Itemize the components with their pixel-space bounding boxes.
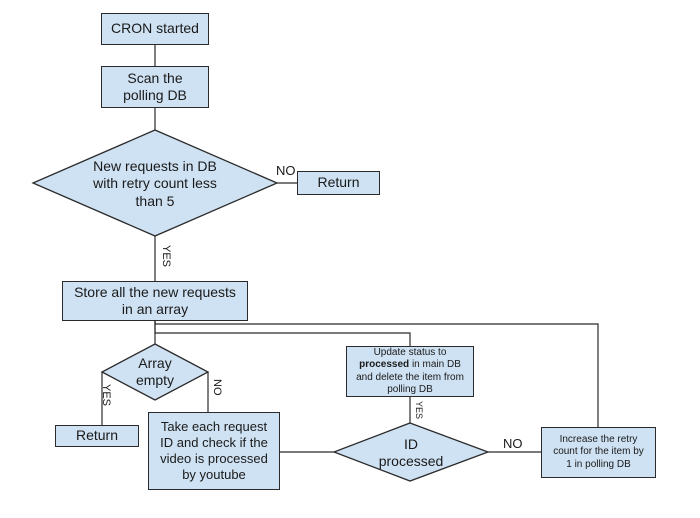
yes-label-id-processed: YES — [414, 401, 424, 420]
increase-retry-node: Increase the retry count for the item by… — [541, 427, 656, 478]
cron-started-node: CRON started — [101, 13, 209, 45]
no-label-new-requests: NO — [276, 163, 296, 178]
update-status-suffix: in main DB and delete the item from poll… — [356, 359, 464, 395]
decision-id-processed-shape — [332, 422, 490, 482]
cron-started-label: CRON started — [111, 20, 199, 37]
return-top-node: Return — [297, 171, 380, 195]
update-status-label: Update status to processed in main DB an… — [353, 347, 467, 397]
id-processed-decision-label: ID processed — [378, 435, 444, 470]
no-label-id-processed: NO — [503, 436, 523, 451]
take-each-request-node: Take each request ID and check if the vi… — [148, 412, 280, 490]
yes-label-array-empty: YES — [100, 384, 112, 407]
array-empty-decision-node: Array empty — [118, 353, 192, 391]
store-requests-node: Store all the new requests in an array — [62, 281, 248, 321]
scan-polling-db-node: Scan the polling DB — [101, 66, 209, 108]
increase-retry-label: Increase the retry count for the item by… — [553, 433, 644, 470]
store-requests-label: Store all the new requests in an array — [74, 283, 236, 318]
new-requests-decision-label: New requests in DB with retry count less… — [93, 157, 217, 209]
update-status-node: Update status to processed in main DB an… — [346, 346, 474, 397]
scan-polling-db-label: Scan the polling DB — [123, 69, 187, 104]
decision-array-empty-shape — [100, 343, 210, 401]
take-each-request-label: Take each request ID and check if the vi… — [160, 418, 268, 483]
return-top-label: Return — [317, 174, 360, 191]
update-status-prefix: Update status to — [373, 346, 447, 358]
yes-label-new-requests: YES — [160, 245, 172, 268]
edge-store-to-update — [154, 321, 411, 346]
return-bottom-node: Return — [55, 425, 139, 447]
array-empty-decision-label: Array empty — [135, 354, 175, 389]
no-label-array-empty: NO — [211, 379, 223, 396]
decision-new-requests-shape — [31, 129, 279, 237]
new-requests-decision-node: New requests in DB with retry count less… — [83, 157, 227, 209]
update-status-bold: processed — [359, 359, 410, 370]
return-bottom-label: Return — [75, 427, 119, 444]
edge-store-to-increase — [154, 321, 599, 427]
id-processed-decision-node: ID processed — [372, 434, 450, 472]
